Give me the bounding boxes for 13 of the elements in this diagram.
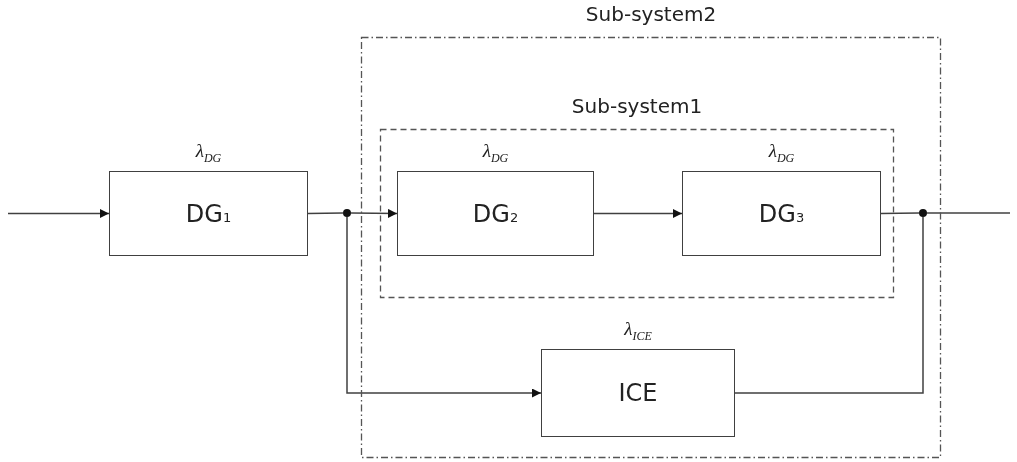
connector-arrow [7, 209, 110, 218]
connector-arrow [593, 209, 683, 218]
failure-rate-label: λ$_{DG}$ [768, 140, 795, 166]
failure-rate-label: λ$_{ICE}$ [624, 318, 652, 344]
junction-dot [343, 209, 351, 217]
junction-dot [919, 209, 927, 217]
subsystem-title: Sub-system1 [571, 94, 703, 118]
connector-arrow [350, 208, 398, 218]
failure-rate-label: λ$_{DG}$ [482, 140, 509, 166]
component-label: ICE [618, 379, 658, 407]
failure-rate-label: λ$_{DG}$ [195, 140, 222, 166]
connector-arrow [346, 216, 542, 398]
subsystem-title: Sub-system2 [585, 2, 717, 26]
